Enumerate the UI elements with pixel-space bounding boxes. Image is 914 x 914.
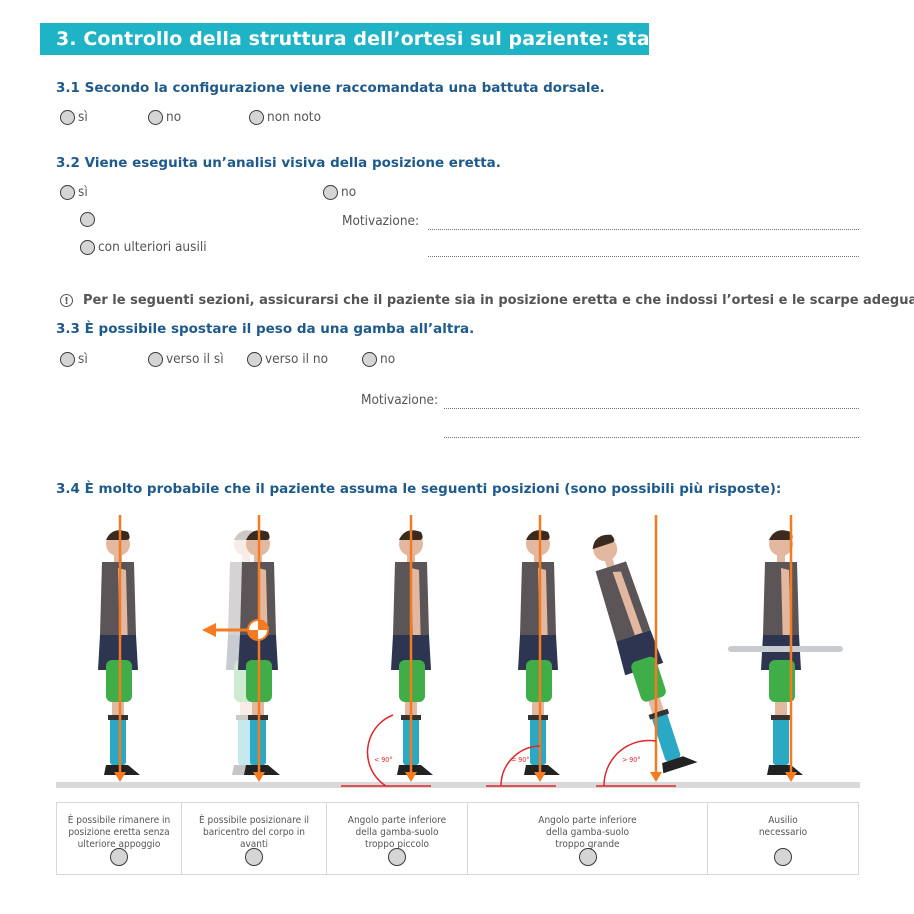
question-3-3-title: 3.3 È possibile spostare il peso da una … <box>56 321 475 337</box>
info-icon: ! <box>60 294 73 307</box>
caption-cell: Angolo parte inferiore della gamba-suolo… <box>326 802 468 875</box>
radio-button[interactable] <box>148 351 163 367</box>
caption-text: Angolo parte inferiore della gamba-suolo… <box>347 815 447 850</box>
caption-cell: Angolo parte inferiore della gamba-suolo… <box>467 802 708 875</box>
option-label: no <box>166 109 182 125</box>
radio-button[interactable] <box>60 184 75 200</box>
radio-button[interactable] <box>774 848 792 866</box>
caption-cell: È possibile rimanere in posizione eretta… <box>56 802 182 875</box>
figure-angle-less-90: < 90° <box>341 515 433 787</box>
caption-text: È possibile rimanere in posizione eretta… <box>67 815 171 850</box>
question-3-2-title: 3.2 Viene eseguita un’analisi visiva del… <box>56 155 501 171</box>
q32-suboption-ausili[interactable]: con ulteriori ausili <box>80 239 207 255</box>
option-label: no <box>380 351 396 367</box>
caption-text: Ausilio necessario <box>758 815 808 838</box>
radio-button[interactable] <box>323 184 338 200</box>
q33-motivation-line-2[interactable] <box>444 437 859 438</box>
notice: ! Per le seguenti sezioni, assicurarsi c… <box>60 293 914 308</box>
question-3-4-title: 3.4 È molto probabile che il paziente as… <box>56 481 782 497</box>
figure-with-aid <box>728 515 843 782</box>
figure-center-of-gravity <box>202 515 280 782</box>
angle-label: > 90° <box>622 756 640 764</box>
figure-angle-greater-90: > 90° <box>581 515 698 787</box>
posture-illustration: < 90° = 90° > 90° <box>56 515 860 788</box>
radio-button[interactable] <box>80 239 95 255</box>
option-label: verso il sì <box>166 351 224 367</box>
q32-suboption-blank[interactable] <box>80 212 98 227</box>
radio-button[interactable] <box>245 848 263 866</box>
radio-button[interactable] <box>362 351 377 367</box>
option-label: sì <box>78 109 88 125</box>
q33-option-verso-no[interactable]: verso il no <box>247 351 328 367</box>
radio-button[interactable] <box>247 351 262 367</box>
section-banner <box>40 23 649 55</box>
q32-motivation-label: Motivazione: <box>342 213 420 229</box>
caption-cell: Ausilio necessario <box>707 802 859 875</box>
option-label: verso il no <box>265 351 328 367</box>
radio-button[interactable] <box>80 212 95 227</box>
caption-cell: È possibile posizionare il baricentro de… <box>181 802 327 875</box>
q31-option-no[interactable]: no <box>148 109 181 125</box>
section-title: 3. Controllo della struttura dell’ortesi… <box>56 28 690 50</box>
q31-option-non-noto[interactable]: non noto <box>249 109 321 125</box>
q32-motivation-line-2[interactable] <box>428 256 859 257</box>
question-3-1-title: 3.1 Secondo la configurazione viene racc… <box>56 80 605 96</box>
option-label: sì <box>78 184 88 200</box>
option-label: non noto <box>267 109 321 125</box>
q31-option-si[interactable]: sì <box>60 109 88 125</box>
radio-button[interactable] <box>578 848 597 866</box>
caption-text: È possibile posizionare il baricentro de… <box>199 815 309 850</box>
radio-button[interactable] <box>148 109 163 125</box>
figure-standing <box>98 515 140 782</box>
radio-button[interactable] <box>60 109 75 125</box>
option-label: con ulteriori ausili <box>98 239 207 255</box>
q32-option-si[interactable]: sì <box>60 184 88 200</box>
q33-option-no[interactable]: no <box>362 351 395 367</box>
figure-angle-equal-90: = 90° <box>486 515 560 787</box>
radio-button[interactable] <box>388 848 406 866</box>
caption-text: Angolo parte inferiore della gamba-suolo… <box>538 815 637 850</box>
option-label: sì <box>78 351 88 367</box>
q32-option-no[interactable]: no <box>323 184 356 200</box>
radio-button[interactable] <box>60 351 75 367</box>
q33-motivation-label: Motivazione: <box>361 392 439 408</box>
posture-options-table: È possibile rimanere in posizione eretta… <box>56 802 859 875</box>
radio-button[interactable] <box>249 109 264 125</box>
option-label: no <box>341 184 357 200</box>
q33-motivation-line-1[interactable] <box>444 408 859 409</box>
notice-text: Per le seguenti sezioni, assicurarsi che… <box>83 293 914 308</box>
q33-option-si[interactable]: sì <box>60 351 88 367</box>
angle-label: = 90° <box>511 756 529 764</box>
q32-motivation-line-1[interactable] <box>428 229 859 230</box>
radio-button[interactable] <box>110 848 128 866</box>
angle-label: < 90° <box>374 756 392 764</box>
q33-option-verso-si[interactable]: verso il sì <box>148 351 224 367</box>
